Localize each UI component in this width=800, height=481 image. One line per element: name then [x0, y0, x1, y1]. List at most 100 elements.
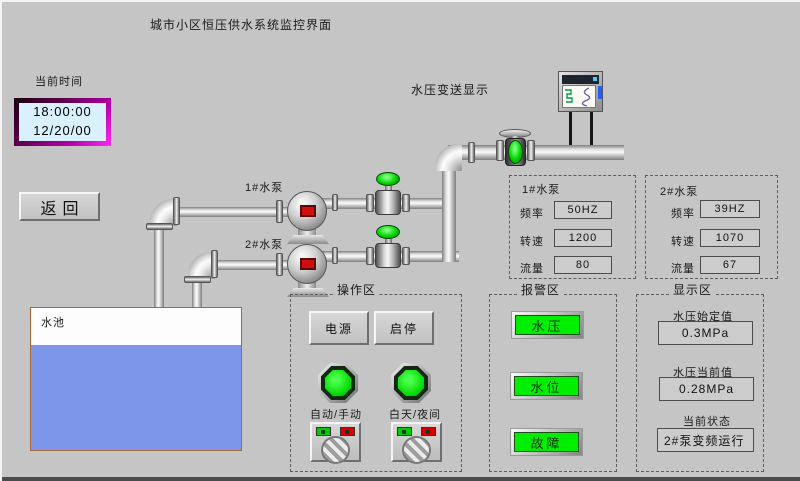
recorder-leg-right	[590, 111, 593, 145]
elbow-1-collar	[146, 223, 173, 230]
elbow-1-flange	[173, 197, 180, 225]
pressure-setpoint-value: 0.3MPa	[658, 321, 753, 345]
level-alarm-indicator: 水位	[510, 372, 583, 400]
main-valve-flange-left	[496, 140, 504, 161]
pump2-suction-pipe	[208, 260, 294, 270]
day-night-light	[391, 363, 431, 403]
pump-2-inlet-flange	[276, 253, 283, 276]
day-night-label: 白天/夜间	[389, 409, 442, 421]
pump2-data-panel: 2#水泵 频率 39HZ 转速 1070 流量 67	[645, 175, 778, 279]
pump-1-status-window	[300, 205, 316, 217]
back-button[interactable]: 返回	[19, 192, 100, 221]
pressure-setpoint-label: 水压始定值	[673, 311, 733, 323]
start-stop-button[interactable]: 启停	[374, 311, 434, 345]
display-panel-title: 显示区	[671, 281, 715, 298]
pump-2-base	[287, 288, 329, 297]
pump2-speed-value: 1070	[700, 229, 760, 247]
pressure-alarm-indicator: 水压	[511, 311, 584, 339]
elbow-top	[435, 144, 462, 171]
power-button[interactable]: 电源	[309, 311, 369, 345]
pressure-transmitter-label: 水压变送显示	[411, 83, 490, 97]
pump-1-base	[287, 235, 329, 244]
main-valve[interactable]	[492, 127, 540, 167]
header-riser-pipe	[442, 166, 456, 262]
tank-label: 水池	[41, 317, 65, 329]
pump-2[interactable]	[274, 243, 344, 297]
tank-water-level	[31, 345, 241, 450]
pump1-tag: 1#水泵	[245, 182, 284, 194]
valve-2[interactable]	[364, 223, 412, 269]
water-tank: 水池	[30, 307, 242, 451]
pump1-data-panel: 1#水泵 频率 50HZ 转速 1200 流量 80	[509, 175, 636, 279]
pump2-speed-label: 转速	[671, 236, 695, 248]
clock-display: 18:00:00 12/20/00	[14, 98, 111, 146]
operation-panel: 操作区 电源 启停 自动/手动 白天/夜间	[290, 281, 462, 472]
pump-1[interactable]	[274, 190, 344, 244]
pump1-suction-pipe	[170, 207, 292, 217]
pump2-panel-title: 2#水泵	[660, 186, 699, 198]
main-outlet-pipe	[448, 145, 624, 160]
pressure-recorder-icon	[558, 71, 603, 112]
alarm-panel: 报警区 水压 水位 故障	[489, 281, 617, 472]
switch-on-lamp	[316, 427, 331, 436]
main-valve-flange-right	[527, 140, 535, 161]
alarm-panel-title: 报警区	[519, 281, 563, 298]
recorder-leg-left	[569, 111, 572, 145]
pump2-flow-label: 流量	[671, 263, 695, 275]
clock-label: 当前时间	[35, 76, 83, 88]
pump1-panel-title: 1#水泵	[522, 184, 561, 196]
pump1-freq-label: 频率	[520, 208, 544, 220]
switch-on-lamp	[397, 427, 412, 436]
rotary-knob-icon	[321, 436, 350, 464]
pump1-flow-value: 80	[554, 256, 612, 274]
pump2-freq-value: 39HZ	[700, 200, 760, 218]
pump-2-status-window	[300, 258, 316, 270]
pump2-flow-value: 67	[700, 256, 760, 274]
current-status-value: 2#泵变频运行	[657, 428, 754, 452]
pump-1-inlet-flange	[276, 200, 283, 223]
fault-alarm-indicator: 故障	[510, 428, 583, 456]
clock-time: 18:00:00	[33, 104, 92, 120]
switch-off-lamp	[340, 427, 355, 436]
valve-2-body	[375, 243, 401, 268]
elbow-top-flange	[468, 142, 475, 163]
valve-2-stem	[385, 239, 392, 244]
pump2-freq-label: 频率	[671, 208, 695, 220]
valve-1-flange-right	[402, 194, 410, 212]
switch-off-lamp	[421, 427, 436, 436]
auto-manual-light	[318, 363, 358, 403]
valve-1[interactable]	[364, 170, 412, 216]
pump-2-neck	[298, 282, 316, 288]
page-title: 城市小区恒压供水系统监控界面	[150, 18, 333, 32]
pump-1-outlet-flange	[332, 194, 338, 211]
rotary-knob-icon	[402, 436, 431, 464]
valve-2-flange-left	[366, 247, 374, 265]
pump1-speed-label: 转速	[520, 236, 544, 248]
main-valve-port-icon	[508, 140, 523, 164]
auto-manual-label: 自动/手动	[310, 409, 363, 421]
elbow-2-collar	[184, 276, 211, 283]
pump2-tag: 2#水泵	[245, 239, 284, 251]
pump-2-outlet-flange	[332, 247, 338, 264]
valve-2-actuator-icon	[376, 225, 400, 239]
intake-pipe-1	[154, 226, 164, 346]
pump1-flow-label: 流量	[520, 263, 544, 275]
pump-1-neck	[298, 229, 316, 235]
valve-1-stem	[385, 186, 392, 191]
pressure-current-label: 水压当前值	[673, 367, 733, 379]
auto-manual-switch[interactable]	[310, 422, 361, 464]
pump1-freq-value: 50HZ	[554, 201, 612, 219]
pressure-current-value: 0.28MPa	[659, 377, 754, 401]
elbow-2-flange	[211, 250, 218, 278]
operation-panel-title: 操作区	[335, 281, 379, 298]
valve-2-flange-right	[402, 247, 410, 265]
valve-1-body	[375, 190, 401, 215]
valve-1-flange-left	[366, 194, 374, 212]
valve-1-actuator-icon	[376, 172, 400, 186]
current-status-label: 当前状态	[683, 416, 731, 428]
clock-date: 12/20/00	[33, 123, 92, 138]
display-panel: 显示区 水压始定值 0.3MPa 水压当前值 0.28MPa 当前状态 2#泵变…	[636, 281, 764, 472]
window-bottom-edge	[2, 477, 800, 481]
day-night-switch[interactable]	[391, 422, 442, 464]
